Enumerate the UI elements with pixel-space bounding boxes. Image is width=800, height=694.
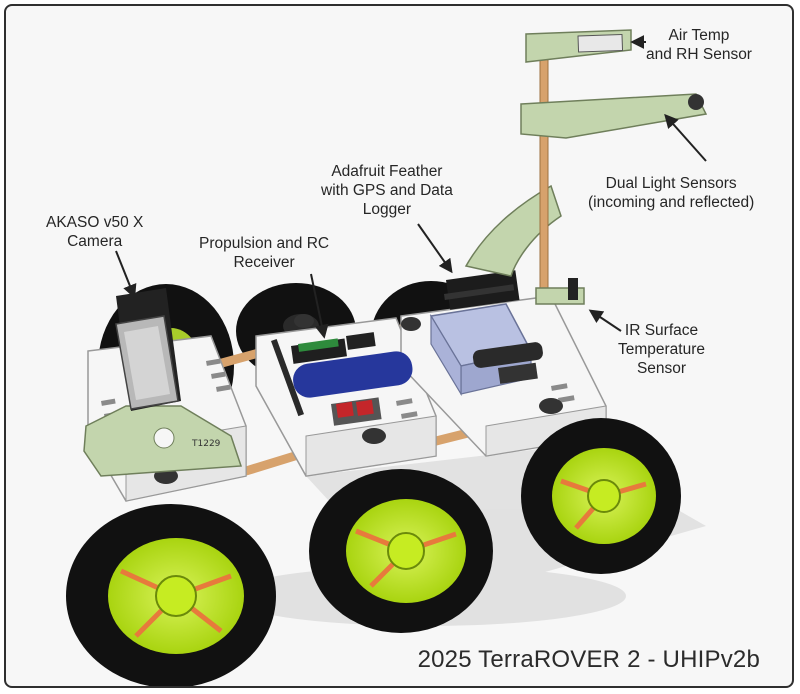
rover-illustration: T1229 — [66, 29, 708, 686]
label-feather-line3: Logger — [362, 201, 412, 218]
label-light-line1: Dual Light Sensors — [605, 175, 737, 192]
label-camera-line1: AKASO v50 X — [46, 214, 144, 231]
sensor-arm — [464, 29, 708, 305]
wheel-front-left — [66, 504, 276, 686]
label-air-temp-line1: Air Temp — [668, 27, 730, 44]
propulsion-rc-module — [271, 332, 413, 426]
label-air-temp-line2: and RH Sensor — [646, 46, 752, 63]
mount-label-text: T1229 — [191, 439, 221, 449]
label-propulsion-line2: Receiver — [233, 254, 295, 271]
label-light-sensors: Dual Light Sensors (incoming and reflect… — [588, 174, 754, 212]
data-logger-stack — [429, 270, 543, 397]
label-ir-line3: Sensor — [636, 360, 687, 377]
camera-mount: T1229 — [83, 405, 243, 477]
wheel-front-right — [521, 418, 681, 574]
label-feather-line2: with GPS and Data — [321, 182, 453, 199]
label-light-line2: (incoming and reflected) — [588, 194, 755, 211]
label-propulsion-line1: Propulsion and RC — [199, 235, 330, 252]
arrow-light — [664, 113, 707, 162]
label-ir-line1: IR Surface — [624, 322, 699, 339]
arrow-ir — [588, 309, 622, 332]
arrow-feather — [417, 223, 453, 274]
label-feather-line1: Adafruit Feather — [331, 163, 443, 180]
front-wheels — [66, 418, 681, 686]
arrow-camera — [115, 250, 137, 299]
figure-title: 2025 TerraROVER 2 - UHIPv2b — [417, 646, 760, 673]
figure-frame: T1229 — [4, 4, 794, 688]
label-camera: AKASO v50 X Camera — [46, 213, 143, 251]
label-feather: Adafruit Feather with GPS and Data Logge… — [321, 162, 453, 219]
annotation-arrows — [115, 35, 707, 339]
label-air-temp: Air Temp and RH Sensor — [646, 26, 752, 64]
label-propulsion: Propulsion and RC Receiver — [199, 234, 329, 272]
label-camera-line2: Camera — [67, 233, 123, 250]
camera — [115, 288, 181, 411]
wheel-front-middle — [309, 469, 493, 633]
label-ir-line2: Temperature — [618, 341, 706, 358]
arrow-propulsion — [310, 273, 329, 339]
battery-pack — [293, 351, 413, 398]
label-ir-sensor: IR Surface Temperature Sensor — [618, 321, 705, 378]
